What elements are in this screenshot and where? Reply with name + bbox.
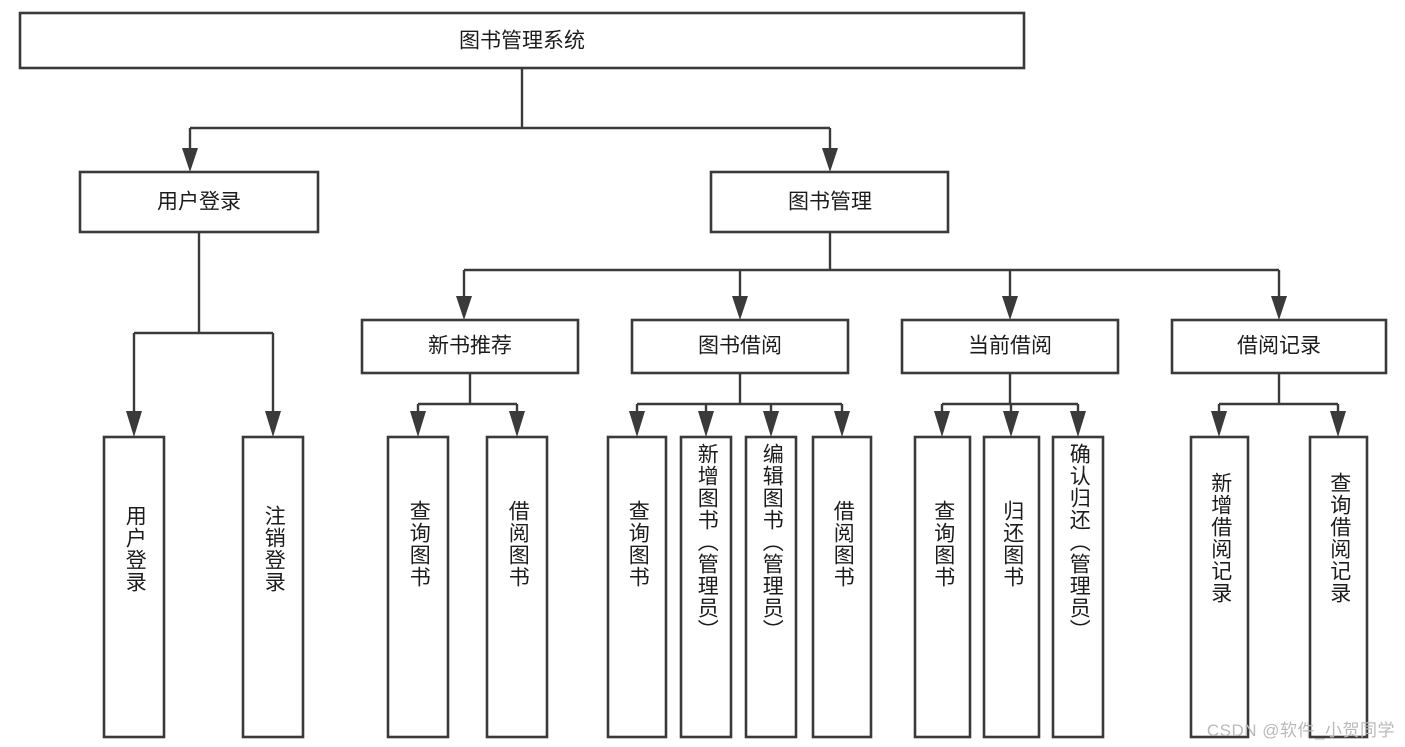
node-box-leaf-borrow-book-2[interactable] [811, 435, 873, 739]
node-box-leaf-add-book[interactable] [679, 435, 733, 739]
arrowhead-book-manage [822, 148, 838, 172]
node-box-leaf-edit-book[interactable] [744, 435, 798, 739]
arrowhead-new-book-recommend [456, 296, 472, 320]
node-box-leaf-add-record[interactable] [1189, 435, 1250, 739]
arrowhead-book-borrow [732, 296, 748, 320]
node-box-leaf-logout[interactable] [241, 435, 305, 739]
node-label-root: 图书管理系统 [459, 30, 585, 53]
csdn-watermark: CSDN @软件_小贺同学 [1206, 721, 1395, 740]
arrowhead-leaf-return-book [1003, 411, 1019, 437]
node-box-leaf-query-book-1[interactable] [386, 435, 450, 739]
node-label-new-book-recommend: 新书推荐 [428, 335, 512, 358]
node-box-user-login[interactable] [78, 170, 320, 234]
arrowhead-leaf-confirm-return [1070, 411, 1086, 437]
node-box-new-book-recommend[interactable] [360, 318, 580, 375]
node-box-book-manage[interactable] [709, 170, 950, 234]
node-box-leaf-borrow-book-1[interactable] [485, 435, 549, 739]
node-box-group [18, 11, 1388, 739]
arrowhead-leaf-query-book-2 [629, 411, 645, 437]
node-label-user-login: 用户登录 [157, 191, 241, 214]
arrowhead-leaf-logout [265, 411, 281, 437]
arrowhead-leaf-query-book-1 [410, 411, 426, 437]
arrowhead-leaf-borrow-book-2 [834, 411, 850, 437]
node-box-current-borrow[interactable] [900, 318, 1120, 375]
arrowhead-leaf-query-record [1330, 411, 1346, 437]
horizontal-label-group: 图书管理系统 用户登录 图书管理 新书推荐 图书借阅 当前借阅 借阅记录 [157, 30, 1321, 358]
node-box-leaf-return-book[interactable] [982, 435, 1041, 739]
node-box-book-borrow[interactable] [630, 318, 850, 375]
node-box-leaf-confirm-return[interactable] [1051, 435, 1105, 739]
arrowhead-leaf-add-record [1211, 411, 1227, 437]
arrowhead-leaf-user-login [126, 411, 142, 437]
arrowhead-user-login [182, 148, 198, 172]
node-label-book-manage: 图书管理 [788, 191, 872, 214]
node-box-borrow-record[interactable] [1170, 318, 1388, 375]
arrowhead-leaf-borrow-book-1 [509, 411, 525, 437]
arrowhead-borrow-record [1271, 296, 1287, 320]
node-label-borrow-record: 借阅记录 [1237, 335, 1321, 358]
node-box-leaf-query-book-3[interactable] [913, 435, 972, 739]
arrowhead-leaf-edit-book [763, 411, 779, 437]
node-box-leaf-query-book-2[interactable] [606, 435, 668, 739]
arrowhead-leaf-add-book [698, 411, 714, 437]
arrowhead-leaf-query-book-3 [934, 411, 950, 437]
node-box-root[interactable] [18, 11, 1026, 70]
node-label-book-borrow: 图书借阅 [698, 335, 782, 358]
node-box-leaf-user-login[interactable] [102, 435, 166, 739]
arrowhead-current-borrow [1002, 296, 1018, 320]
arrowhead-group [126, 148, 1346, 437]
node-label-current-borrow: 当前借阅 [968, 335, 1052, 358]
node-box-leaf-query-record[interactable] [1308, 435, 1369, 739]
